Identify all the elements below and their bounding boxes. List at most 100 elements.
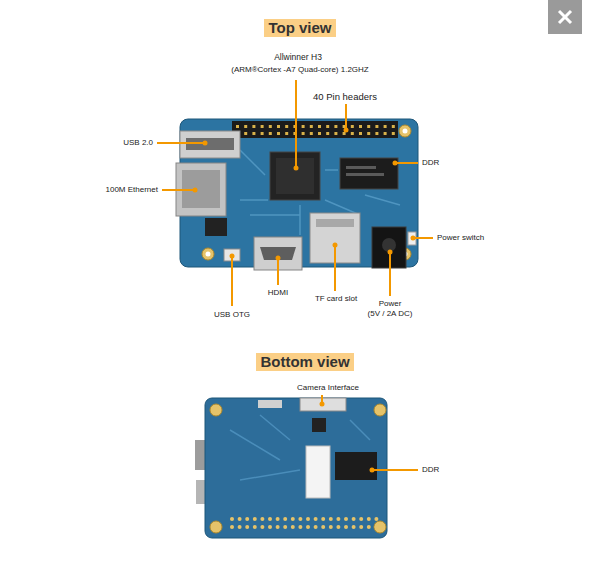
leader-dot bbox=[344, 128, 349, 133]
mount-hole bbox=[374, 404, 386, 416]
mount-hole bbox=[210, 521, 222, 533]
ddr-chip bbox=[340, 158, 398, 189]
leader-line bbox=[413, 237, 433, 239]
pin bbox=[285, 125, 288, 128]
pin-hole bbox=[374, 525, 378, 529]
pin bbox=[252, 125, 255, 128]
pin-hole bbox=[291, 517, 295, 521]
pin bbox=[310, 125, 313, 128]
part-name: Power bbox=[379, 299, 402, 308]
component bbox=[258, 400, 282, 408]
pin bbox=[359, 132, 362, 135]
pin bbox=[326, 132, 329, 135]
pin-hole bbox=[276, 525, 280, 529]
pin-hole bbox=[298, 517, 302, 521]
pin bbox=[375, 132, 378, 135]
leader-dot bbox=[276, 256, 281, 261]
leader-dot bbox=[230, 254, 235, 259]
pin-hole bbox=[336, 525, 340, 529]
pin-hole bbox=[253, 525, 257, 529]
pin bbox=[318, 132, 321, 135]
part-name: 100M Ethernet bbox=[106, 185, 158, 194]
pin-hole bbox=[367, 517, 371, 521]
pin-header bbox=[232, 121, 398, 138]
leader-dot bbox=[370, 468, 375, 473]
pin-hole bbox=[336, 517, 340, 521]
pin-hole bbox=[329, 517, 333, 521]
close-cross bbox=[559, 11, 571, 23]
pin-hole bbox=[283, 517, 287, 521]
mount-hole bbox=[403, 129, 408, 134]
part-name: DDR bbox=[422, 158, 439, 167]
pin bbox=[302, 132, 305, 135]
pin-hole bbox=[245, 517, 249, 521]
part-spec: (ARM®Cortex -A7 Quad-core) 1.2GHZ bbox=[231, 65, 368, 74]
pin bbox=[261, 125, 264, 128]
chip-marking bbox=[346, 173, 384, 176]
component bbox=[205, 218, 227, 236]
leader-dot bbox=[411, 236, 416, 241]
pcb-trace bbox=[240, 150, 400, 235]
part-name: USB OTG bbox=[214, 310, 250, 319]
leader-dot bbox=[203, 141, 208, 146]
pin-hole bbox=[245, 525, 249, 529]
pin bbox=[343, 132, 346, 135]
pin-holes bbox=[230, 517, 378, 529]
leader-line bbox=[162, 189, 195, 191]
mount-hole bbox=[374, 521, 386, 533]
pin-hole bbox=[253, 517, 257, 521]
close-button bbox=[548, 0, 582, 34]
usb-port bbox=[180, 131, 240, 158]
leader-line bbox=[389, 252, 391, 296]
leader-line bbox=[157, 142, 205, 144]
pin bbox=[269, 125, 272, 128]
part-name: HDMI bbox=[268, 288, 288, 297]
part-name: 40 Pin headers bbox=[313, 92, 377, 103]
leader-line bbox=[231, 256, 233, 306]
leader-line bbox=[372, 469, 418, 471]
pin bbox=[310, 132, 313, 135]
pin bbox=[277, 125, 280, 128]
pin bbox=[318, 125, 321, 128]
mount-hole bbox=[210, 404, 222, 416]
part-name: TF card slot bbox=[315, 294, 357, 303]
pcb bbox=[205, 398, 387, 538]
part-name: USB 2.0 bbox=[123, 138, 153, 147]
pin bbox=[384, 125, 387, 128]
pin bbox=[392, 132, 395, 135]
sticker bbox=[306, 446, 330, 498]
pin-hole bbox=[314, 517, 318, 521]
pin bbox=[375, 125, 378, 128]
pin-hole bbox=[283, 525, 287, 529]
pin-hole bbox=[344, 517, 348, 521]
pin bbox=[367, 132, 370, 135]
leader-dots bbox=[193, 128, 416, 261]
power-switch bbox=[408, 232, 416, 245]
pin bbox=[392, 125, 395, 128]
part-name: Camera Interface bbox=[297, 383, 359, 392]
pin bbox=[367, 125, 370, 128]
pin bbox=[277, 132, 280, 135]
pin-hole bbox=[352, 517, 356, 521]
pin bbox=[334, 125, 337, 128]
pin bbox=[252, 132, 255, 135]
pin-hole bbox=[367, 525, 371, 529]
leader-dot bbox=[320, 402, 325, 407]
part-name: Power switch bbox=[437, 233, 484, 242]
leader-dot bbox=[393, 161, 398, 166]
view-heading: Bottom view bbox=[256, 353, 353, 370]
pin bbox=[351, 125, 354, 128]
leader-dot bbox=[388, 250, 393, 255]
hdmi-slot bbox=[260, 247, 296, 260]
component bbox=[312, 418, 326, 432]
pin-hole bbox=[306, 517, 310, 521]
pin-hole bbox=[268, 525, 272, 529]
pin-hole bbox=[260, 517, 264, 521]
leader-lines bbox=[322, 395, 418, 470]
leader-line bbox=[295, 80, 297, 168]
pin-hole bbox=[374, 517, 378, 521]
pin bbox=[351, 132, 354, 135]
mount-hole bbox=[399, 125, 411, 137]
